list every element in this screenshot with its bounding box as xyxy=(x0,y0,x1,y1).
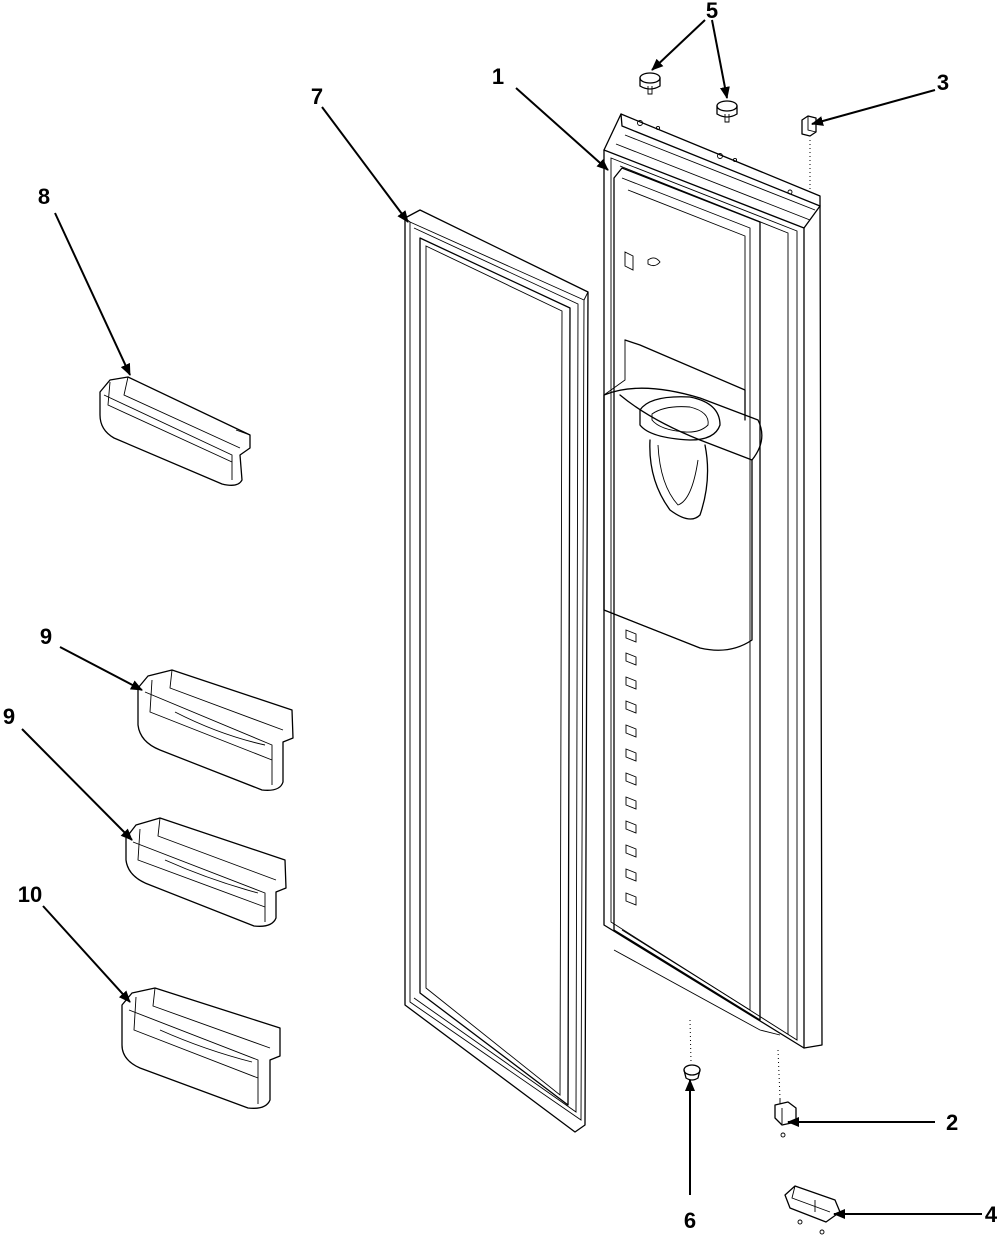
callout-8: 8 xyxy=(38,184,50,209)
hinge-axis-bottom xyxy=(777,1049,781,1099)
callout-4: 4 xyxy=(985,1202,998,1227)
door-bin-bottom-part xyxy=(121,987,281,1109)
callout-1: 1 xyxy=(492,64,504,89)
cap-plug-left-part xyxy=(639,72,661,95)
callout-3: 3 xyxy=(937,70,949,95)
callout-5: 5 xyxy=(706,0,718,23)
hinge-cover-part xyxy=(784,1185,841,1235)
door-bin-upper-part xyxy=(137,669,294,791)
dairy-bin-part xyxy=(99,376,251,486)
bottom-hinge-bracket-part xyxy=(774,1098,797,1138)
callout-9-upper: 9 xyxy=(40,624,52,649)
callout-6: 6 xyxy=(684,1208,696,1233)
door-gasket-part xyxy=(404,209,589,1133)
door-panel-part xyxy=(603,113,823,1049)
callout-10: 10 xyxy=(18,882,42,907)
door-bin-lower-part xyxy=(125,817,287,927)
callout-2: 2 xyxy=(946,1110,958,1135)
top-hinge-bushing-part xyxy=(801,115,817,137)
door-stop-axis xyxy=(689,1019,692,1063)
shelf-slots xyxy=(625,629,637,906)
door-stop-part xyxy=(683,1064,701,1081)
cap-plug-right-part xyxy=(716,100,738,123)
leader-arrows xyxy=(21,19,982,1219)
callout-7: 7 xyxy=(311,84,323,109)
callout-9-lower: 9 xyxy=(3,704,15,729)
